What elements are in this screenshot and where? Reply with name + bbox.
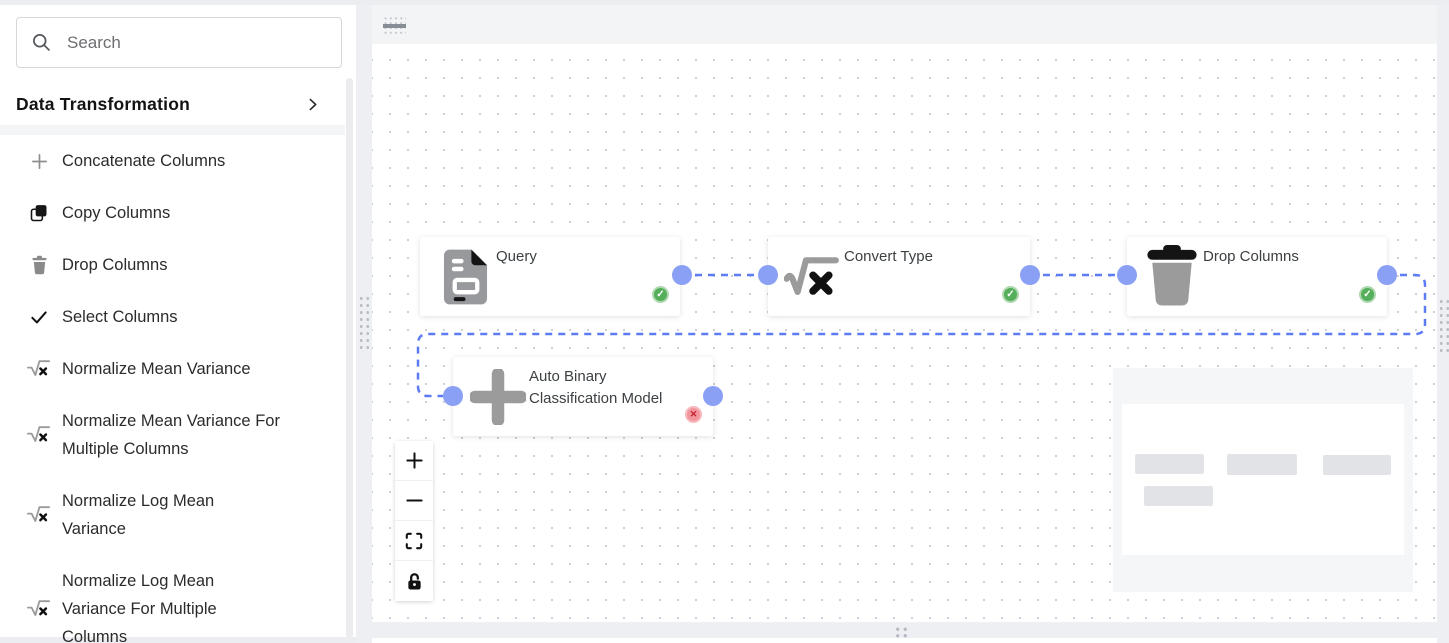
sidebar-bottom-track <box>0 637 356 643</box>
node-title: Drop Columns <box>1203 248 1299 265</box>
sidebar-item-normalize-log-mean-variance[interactable]: Normalize Log Mean Variance <box>0 475 345 555</box>
sidebar-item-copy-columns[interactable]: Copy Columns <box>0 187 345 239</box>
component-sidebar: Data Transformation Concatenate Columns … <box>0 5 356 643</box>
sidebar-item-normalize-mean-variance-multiple[interactable]: Normalize Mean Variance For Multiple Col… <box>0 395 345 475</box>
fit-view-button[interactable] <box>395 521 433 561</box>
section-separator <box>0 125 345 135</box>
minimap-node <box>1135 454 1204 474</box>
node-title: Auto Binary Classification Model <box>529 368 663 407</box>
lock-button[interactable] <box>395 561 433 601</box>
sidebar-item-label: Normalize Log Mean Variance <box>62 492 215 538</box>
sidebar-item-normalize-log-mean-variance-multiple[interactable]: Normalize Log Mean Variance For Multiple… <box>0 555 345 643</box>
zoom-out-icon <box>405 491 424 510</box>
minimap-node <box>1323 455 1391 475</box>
sidebar-scrollbar[interactable] <box>346 78 353 638</box>
minimap[interactable] <box>1113 368 1413 592</box>
sqrt-x-icon <box>784 244 842 309</box>
node-auto-binary-classification-model[interactable]: Auto Binary Classification Model ✕ <box>453 357 713 436</box>
edges-layer <box>416 273 1427 398</box>
status-error-icon: ✕ <box>685 406 702 423</box>
sidebar-item-drop-columns[interactable]: Drop Columns <box>0 239 345 291</box>
node-drop-columns[interactable]: Drop Columns ✓ <box>1127 237 1387 316</box>
document-icon <box>436 244 494 309</box>
sidebar-section-data-transformation[interactable]: Data Transformation <box>0 83 345 125</box>
lock-open-icon <box>406 572 423 591</box>
zoom-in-button[interactable] <box>395 441 433 481</box>
minimap-node <box>1227 454 1297 475</box>
trash-icon <box>1143 244 1201 309</box>
port-convert-type-out[interactable] <box>1020 265 1040 285</box>
plus-icon <box>26 152 52 171</box>
port-drop-columns-in[interactable] <box>1117 265 1137 285</box>
minimap-viewport <box>1122 404 1404 555</box>
port-auto-binary-in[interactable] <box>443 386 463 406</box>
sidebar-item-normalize-mean-variance[interactable]: Normalize Mean Variance <box>0 343 345 395</box>
search-icon <box>31 32 52 53</box>
port-auto-binary-out[interactable] <box>703 386 723 406</box>
section-title: Data Transformation <box>16 93 190 114</box>
sqrt-x-icon <box>26 598 52 620</box>
port-drop-columns-out[interactable] <box>1377 265 1397 285</box>
top-strip <box>0 0 1449 5</box>
sidebar-item-label: Normalize Mean Variance <box>62 360 251 378</box>
trash-icon <box>26 255 52 275</box>
node-title: Convert Type <box>844 248 933 265</box>
zoom-in-icon <box>405 451 424 470</box>
search-input[interactable] <box>65 31 327 54</box>
sidebar-item-label: Normalize Mean Variance For Multiple Col… <box>62 412 280 458</box>
sidebar-item-label: Concatenate Columns <box>62 152 226 170</box>
minimap-node <box>1144 486 1213 506</box>
sidebar-item-select-columns[interactable]: Select Columns <box>0 291 345 343</box>
check-icon <box>26 307 52 327</box>
status-success-icon: ✓ <box>1359 286 1376 303</box>
node-title: Query <box>496 248 537 265</box>
edge-drop-columns-to-auto-binary[interactable] <box>416 273 1427 398</box>
sidebar-item-label: Copy Columns <box>62 204 171 222</box>
canvas-top-band <box>372 5 1437 44</box>
node-convert-type[interactable]: Convert Type ✓ <box>768 237 1030 316</box>
resize-handle-right[interactable] <box>1438 298 1449 352</box>
resize-handle-bottom[interactable] <box>894 626 909 638</box>
sidebar-item-label: Drop Columns <box>62 256 168 274</box>
resize-handle-left[interactable] <box>358 295 370 349</box>
zoom-out-button[interactable] <box>395 481 433 521</box>
fit-view-icon <box>405 532 423 550</box>
sqrt-x-icon <box>26 358 52 380</box>
canvas-controls <box>395 441 433 601</box>
flow-canvas[interactable]: Query ✓ Convert Type ✓ Drop Columns ✓ Au… <box>372 5 1437 622</box>
copy-icon <box>26 203 52 223</box>
sidebar-item-concatenate-columns[interactable]: Concatenate Columns <box>0 135 345 187</box>
canvas-drag-handle-icon[interactable] <box>383 16 406 35</box>
status-success-icon: ✓ <box>652 286 669 303</box>
node-query[interactable]: Query ✓ <box>420 237 680 316</box>
search-box[interactable] <box>16 17 342 68</box>
chevron-right-icon <box>304 96 321 113</box>
sqrt-x-icon <box>26 424 52 446</box>
port-query-out[interactable] <box>672 265 692 285</box>
status-success-icon: ✓ <box>1002 286 1019 303</box>
plus-icon <box>469 364 527 429</box>
sidebar-item-label: Select Columns <box>62 308 178 326</box>
sidebar-item-label: Normalize Log Mean Variance For Multiple… <box>62 572 217 643</box>
port-convert-type-in[interactable] <box>758 265 778 285</box>
sqrt-x-icon <box>26 504 52 526</box>
